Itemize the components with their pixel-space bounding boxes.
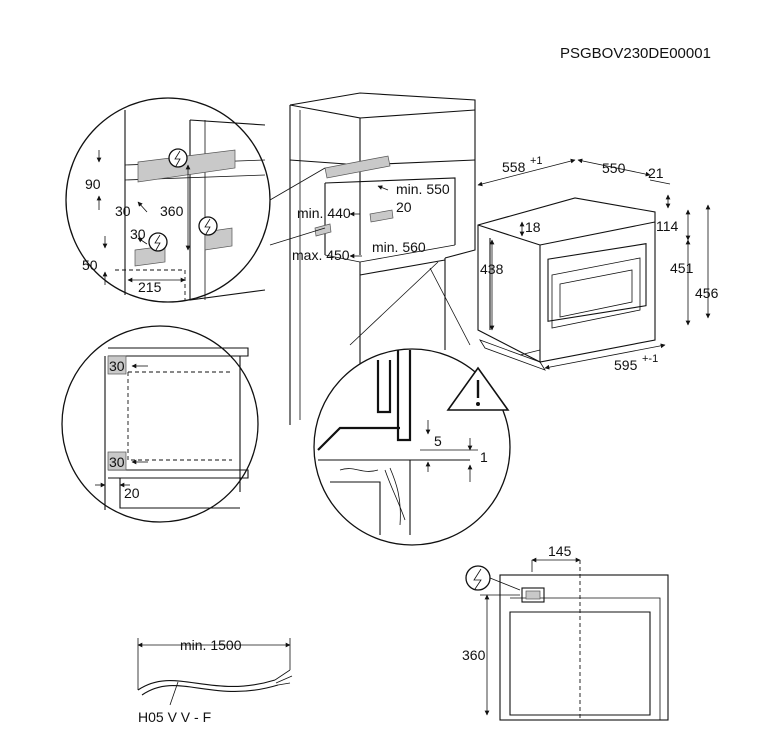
cabinet-20: 20 <box>396 199 412 215</box>
oven-456: 456 <box>695 285 719 301</box>
cabinet-max-450: max. 450 <box>292 247 350 263</box>
oven-depth-21: 21 <box>648 165 664 181</box>
oven-width-595: 595 <box>614 357 638 373</box>
electric-socket-icon <box>148 232 168 252</box>
cabinet-min-560: min. 560 <box>372 239 426 255</box>
oven-438: 438 <box>480 261 504 277</box>
oven-451: 451 <box>670 260 694 276</box>
electric-socket-icon <box>198 216 218 236</box>
detail-circle-mid-left: 30 30 20 <box>61 325 259 523</box>
detail-gap-5: 5 <box>434 433 442 449</box>
cable-drawing: min. 1500 H05 V V - F <box>137 637 293 725</box>
rear-width-145: 145 <box>548 543 572 559</box>
cabinet-min-440: min. 440 <box>297 205 351 221</box>
detail-360: 360 <box>160 203 184 219</box>
detail-circle-bottom-right: 5 1 <box>313 348 511 546</box>
detail-circle-top-left: 90 30 360 30 50 215 <box>65 97 271 303</box>
warning-triangle-icon <box>446 366 510 411</box>
detail-215: 215 <box>138 279 162 295</box>
electric-socket-icon <box>168 148 188 168</box>
oven-width-558: 558 <box>502 159 526 175</box>
mid-detail-30-bottom: 30 <box>109 454 125 470</box>
oven-width-595-tolerance: +-1 <box>642 353 658 365</box>
detail-gap-1: 1 <box>480 449 488 465</box>
oven-drawing: 558 +1 550 21 18 114 438 451 456 595 +-1 <box>477 155 719 373</box>
cable-min-length: min. 1500 <box>180 637 242 653</box>
detail-30a: 30 <box>115 203 131 219</box>
cable-type: H05 V V - F <box>138 709 211 725</box>
cabinet-min-550: min. 550 <box>396 181 450 197</box>
detail-90: 90 <box>85 176 101 192</box>
oven-18: 18 <box>525 219 541 235</box>
mid-detail-30-top: 30 <box>109 358 125 374</box>
oven-width-558-tolerance: +1 <box>530 155 543 167</box>
document-code: PSGBOV230DE00001 <box>560 45 711 62</box>
detail-50: 50 <box>82 257 98 273</box>
electric-socket-icon <box>465 565 491 591</box>
detail-30b: 30 <box>130 226 146 242</box>
mid-detail-20: 20 <box>124 485 140 501</box>
rear-view-drawing: 145 360 <box>462 543 669 721</box>
rear-height-360: 360 <box>462 647 486 663</box>
oven-depth-550: 550 <box>602 160 626 176</box>
cabinet-drawing: min. 550 min. 440 20 max. 450 min. 560 <box>269 92 476 430</box>
oven-114: 114 <box>656 218 679 234</box>
